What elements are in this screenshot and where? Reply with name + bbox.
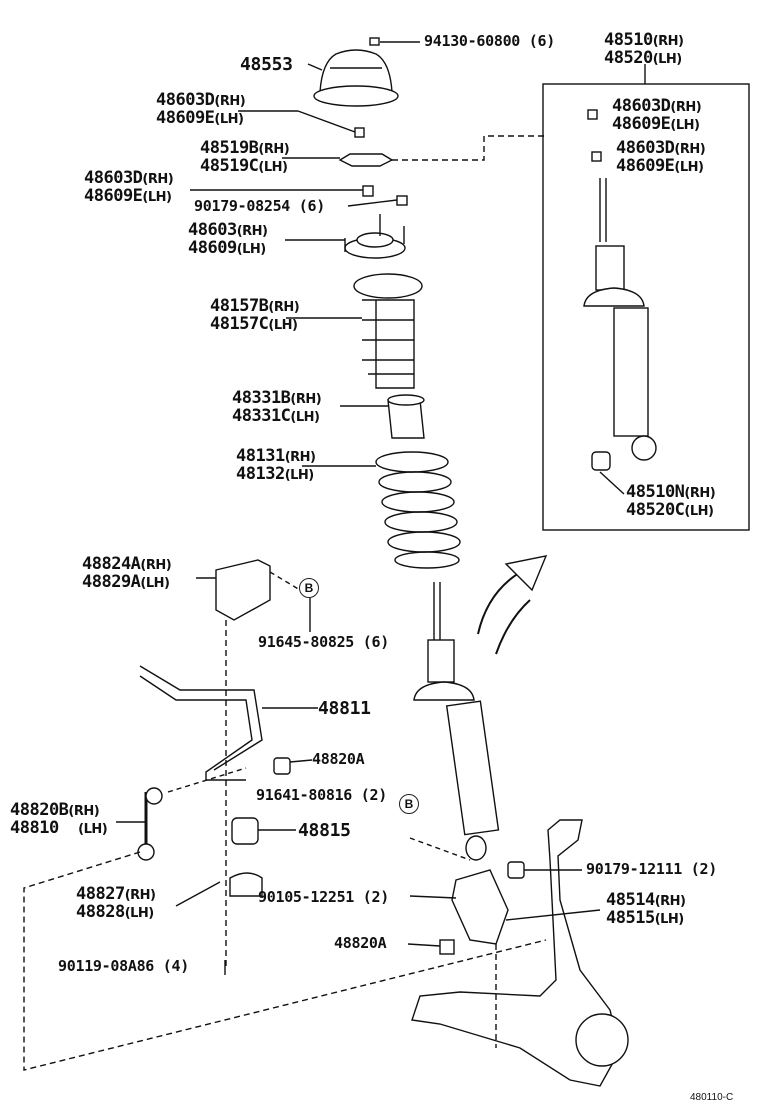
label-90105: 90105-12251 (2) <box>258 888 389 906</box>
label-48131: 48131(RH) 48132(LH) <box>236 446 316 484</box>
part-number: 48828 <box>76 902 125 922</box>
part-number: 48609E <box>616 156 675 176</box>
side-suffix: (RH) <box>124 888 156 903</box>
label-48331: 48331B(RH) 48331C(LH) <box>232 388 322 426</box>
callout-b-lower: B <box>399 794 419 814</box>
part-number: 48519B <box>200 138 259 158</box>
label-48827: 48827(RH) 48828(LH) <box>76 884 156 922</box>
inset-shock <box>583 109 657 495</box>
label-48820A-lower: 48820A <box>334 934 387 952</box>
side-suffix: (LH) <box>140 576 170 591</box>
label-48815: 48815 <box>298 820 351 841</box>
side-suffix: (RH) <box>68 804 100 819</box>
side-suffix: (LH) <box>268 318 298 333</box>
label-inset-48510N: 48510N(RH) 48520C(LH) <box>626 482 716 520</box>
side-suffix: (RH) <box>258 142 290 157</box>
part-number: 48331C <box>232 406 291 426</box>
side-suffix: (RH) <box>654 894 686 909</box>
label-91645: 91645-80825 (6) <box>258 633 389 651</box>
label-48820B: 48820B(RH) 48810 (LH) <box>10 800 108 838</box>
part-number: 48609 <box>188 238 237 258</box>
shock-absorber-inset-box <box>542 83 750 531</box>
label-48553: 48553 <box>240 54 293 75</box>
side-suffix: (RH) <box>290 392 322 407</box>
side-suffix: (LH) <box>684 504 714 519</box>
side-suffix: (LH) <box>214 112 244 127</box>
side-suffix: (LH) <box>258 160 288 175</box>
label-48510-48520: 48510(RH) 48520(LH) <box>604 30 684 68</box>
part-number: 48603D <box>616 138 675 158</box>
part-number: 48609E <box>156 108 215 128</box>
part-number: 48520 <box>604 48 653 68</box>
part-number: 48609E <box>612 114 671 134</box>
part-number: 48519C <box>200 156 259 176</box>
coil-spring <box>375 451 461 569</box>
side-suffix: (RH) <box>214 94 246 109</box>
label-48514: 48514(RH) 48515(LH) <box>606 890 686 928</box>
side-suffix: (LH) <box>654 912 685 927</box>
label-90179-08254: 90179-08254 (6) <box>194 197 325 215</box>
part-number: 48331B <box>232 388 291 408</box>
side-suffix: (RH) <box>236 224 268 239</box>
side-suffix: (RH) <box>674 142 706 157</box>
stabilizer-bar <box>139 665 263 781</box>
side-suffix: (LH) <box>78 822 108 837</box>
label-48603D-top: 48603D(RH) 48609E(LH) <box>156 90 246 128</box>
side-suffix: (RH) <box>284 450 316 465</box>
label-48157: 48157B(RH) 48157C(LH) <box>210 296 300 334</box>
side-suffix: (LH) <box>670 118 700 133</box>
figure-code: 480110-C <box>690 1092 734 1103</box>
part-number: 48510N <box>626 482 685 502</box>
part-number: 48603D <box>612 96 671 116</box>
side-suffix: (LH) <box>284 468 315 483</box>
part-number: 48520C <box>626 500 685 520</box>
label-48811: 48811 <box>318 698 371 719</box>
part-number: 48603D <box>156 90 215 110</box>
part-number: 48824A <box>82 554 141 574</box>
side-suffix: (LH) <box>236 242 267 257</box>
callout-b-upper: B <box>299 578 319 598</box>
label-48824: 48824A(RH) 48829A(LH) <box>82 554 172 592</box>
part-number: 48157C <box>210 314 269 334</box>
label-91641: 91641-80816 (2) <box>256 786 387 804</box>
side-suffix: (RH) <box>142 172 174 187</box>
steering-knuckle <box>411 819 629 1087</box>
side-suffix: (LH) <box>652 52 683 67</box>
side-suffix: (LH) <box>290 410 320 425</box>
part-number: 48510 <box>604 30 653 50</box>
part-number: 48829A <box>82 572 141 592</box>
part-number: 48820B <box>10 800 69 820</box>
label-48603D-mid: 48603D(RH) 48609E(LH) <box>84 168 174 206</box>
side-suffix: (RH) <box>670 100 702 115</box>
part-number: 48603 <box>188 220 237 240</box>
side-suffix: (LH) <box>124 906 155 921</box>
part-number: 48609E <box>84 186 143 206</box>
part-number: 48132 <box>236 464 285 484</box>
label-inset-48603D-b: 48603D(RH) 48609E(LH) <box>616 138 706 176</box>
side-suffix: (LH) <box>674 160 704 175</box>
label-94130: 94130-60800 (6) <box>424 32 555 50</box>
part-number: 48157B <box>210 296 269 316</box>
side-suffix: (LH) <box>142 190 172 205</box>
side-suffix: (RH) <box>684 486 716 501</box>
side-suffix: (RH) <box>652 34 684 49</box>
side-suffix: (RH) <box>140 558 172 573</box>
label-48820A-upper: 48820A <box>312 750 365 768</box>
label-90119: 90119-08A86 (4) <box>58 957 189 975</box>
label-48603: 48603(RH) 48609(LH) <box>188 220 268 258</box>
part-number: 48827 <box>76 884 125 904</box>
part-number: 48603D <box>84 168 143 188</box>
label-48519: 48519B(RH) 48519C(LH) <box>200 138 290 176</box>
label-inset-48603D-a: 48603D(RH) 48609E(LH) <box>612 96 702 134</box>
upper-mount-cap <box>313 49 399 107</box>
shock-absorber <box>413 582 500 861</box>
part-number: 48810 <box>10 818 59 838</box>
part-number: 48131 <box>236 446 285 466</box>
side-suffix: (RH) <box>268 300 300 315</box>
part-number: 48515 <box>606 908 655 928</box>
label-90179-12111: 90179-12111 (2) <box>586 860 717 878</box>
part-number: 48514 <box>606 890 655 910</box>
